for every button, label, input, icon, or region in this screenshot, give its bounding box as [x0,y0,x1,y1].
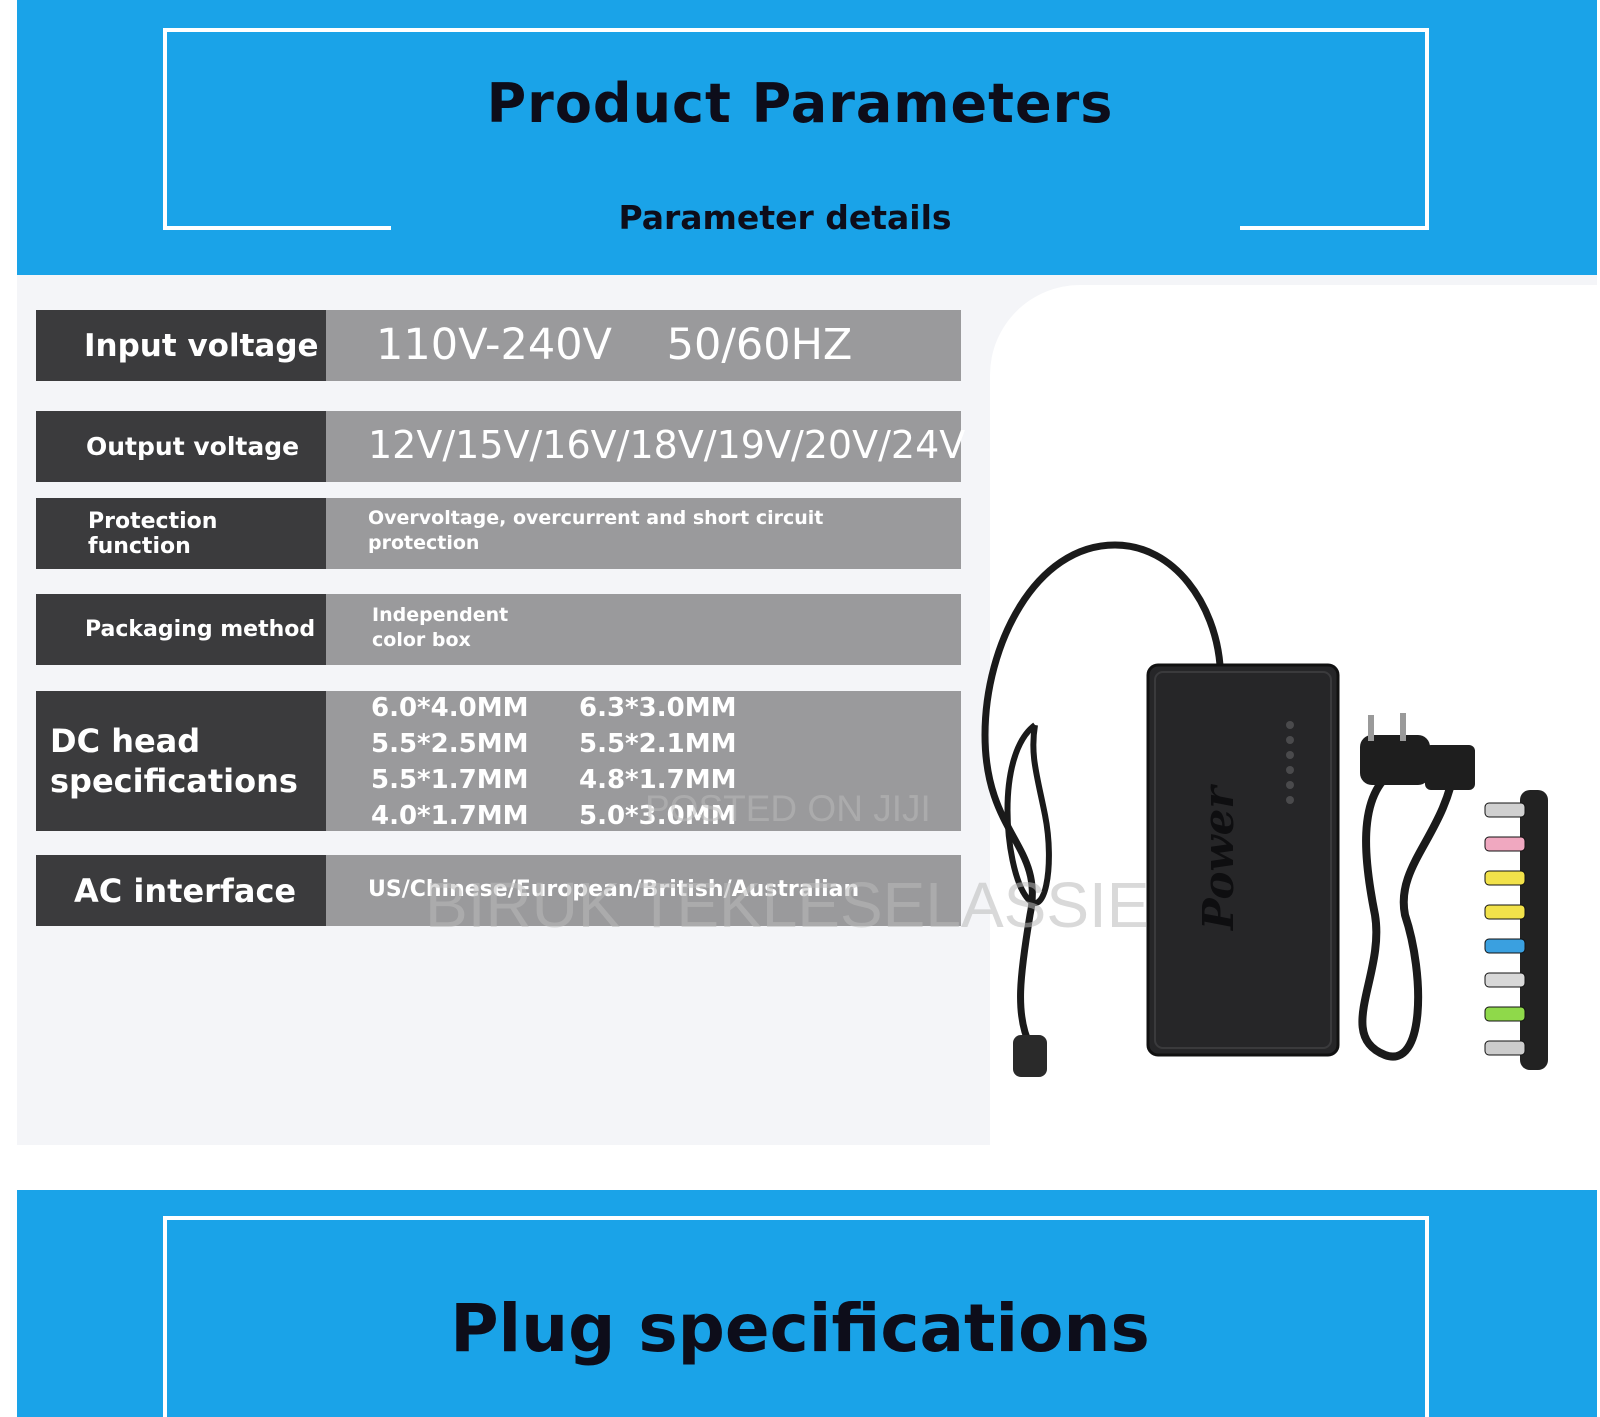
frame-bottom-right-edge [1240,226,1429,230]
spec-value: 12V/15V/16V/18V/19V/20V/24V [368,423,966,467]
dc-head-size: 4.0*1.7MM [371,801,529,831]
dc-head-size: 4.8*1.7MM [579,765,737,795]
ac-cord [1358,764,1459,1061]
spec-label-line: DC head [50,722,201,760]
frame-top-edge [163,28,1429,32]
page-title: Product Parameters [486,72,1114,135]
spec-label: Protection function [36,498,326,569]
top-banner [17,0,1597,275]
spec-value-block: Independent color box [372,603,508,653]
spec-row-ac-interface: AC interface US/Chinese/European/British… [36,855,961,926]
dc-head-size: 5.5*2.1MM [579,729,737,759]
frame-left-edge [163,28,167,230]
page-subtitle: Parameter details [618,198,952,237]
spec-value: US/Chinese/European/British/Australian [368,877,860,902]
adapter-brand-label: Power [1194,784,1243,931]
watermark-line: POSTED ON JIJI [645,788,931,829]
ac-connector [1425,745,1475,790]
frame-top-edge [163,1216,1429,1220]
dc-head-size: 5.0*3.0MM [579,801,737,831]
spec-label: AC interface [36,855,326,926]
voltage-indicator-dots [1286,721,1294,804]
spec-row-protection-function: Protection function Overvoltage, overcur… [36,498,961,569]
adapter-body [1146,663,1340,1057]
spec-value-line: color box [372,629,471,651]
spec-label-line: specifications [50,762,298,800]
power-adapter-image: Power [981,541,1548,1077]
watermark-line: BIRUK TEKLESELASSIE [425,869,1150,941]
spec-label: Input voltage [36,310,326,381]
cable-coil [1004,722,1052,906]
spec-row-dc-head-specifications: DC head specifications 6.0*4.0MM 6.3*3.0… [36,691,961,831]
dc-plug [1013,1035,1047,1077]
spec-value-line: Independent [372,604,509,626]
spec-row-packaging-method: Packaging method Independent color box [36,594,961,665]
spec-value-line: Overvoltage, overcurrent and short circu… [368,507,824,529]
bottom-banner [17,1190,1597,1417]
dc-head-size: 5.5*2.5MM [371,729,529,759]
dc-head-size: 5.5*1.7MM [371,765,529,795]
section-title: Plug specifications [450,1290,1150,1367]
spec-row-input-voltage: Input voltage 110V-240V 50/60HZ [36,310,961,381]
dc-head-grid: 6.0*4.0MM 6.3*3.0MM 5.5*2.5MM 5.5*2.1MM … [371,691,779,830]
frame-left-edge [163,1216,167,1417]
spec-row-output-voltage: Output voltage 12V/15V/16V/18V/19V/20V/2… [36,411,965,482]
spec-value: 110V-240V 50/60HZ [376,320,853,370]
spec-label: Output voltage [36,411,326,482]
ac-plug [1360,735,1430,785]
frame-right-edge [1425,1216,1429,1417]
spec-label: Packaging method [36,594,326,665]
frame-bottom-left-edge [163,226,391,230]
dc-head-size: 6.3*3.0MM [579,693,737,723]
spec-value-block: Overvoltage, overcurrent and short circu… [368,506,823,556]
dc-head-size: 6.0*4.0MM [371,693,529,723]
frame-right-edge [1425,28,1429,230]
adapter-cable [981,541,1224,1047]
dc-tips-set [1484,790,1548,1070]
spec-label: DC head specifications [36,691,326,831]
spec-value-line: protection [368,532,480,554]
